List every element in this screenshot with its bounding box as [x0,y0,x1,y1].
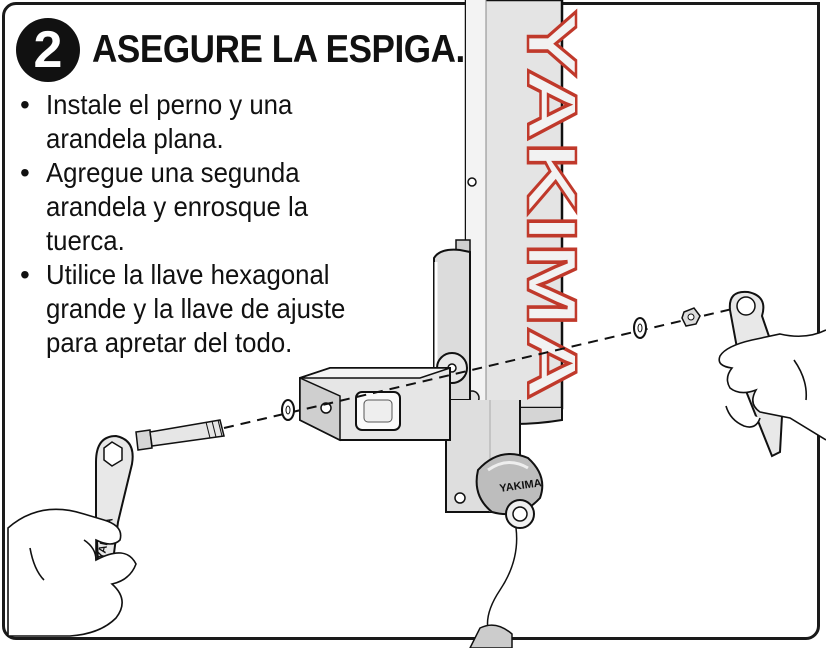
instruction-item: • Agregue una segunda arandela y enrosqu… [20,156,380,258]
bullet-marker: • [20,259,30,290]
instruction-text: Utilice la llave hexagonal grande y la l… [46,259,346,358]
bullet-marker: • [20,89,30,120]
lanyard [486,527,518,641]
bullet-marker: • [20,157,30,188]
flat-washer-left [281,399,295,421]
instruction-list: • Instale el perno y una arandela plana.… [20,88,380,360]
assembly-axis-line [223,305,746,429]
hitch-receiver [299,367,451,442]
step-number-badge: 2 [16,18,80,82]
knob-brand-text: YAKIMA [499,477,543,495]
left-hand [7,508,137,637]
step-title: ASEGURE LA ESPIGA. [92,28,465,71]
hex-nut [681,307,701,327]
flat-washer-right [633,317,647,339]
instruction-item: • Instale el perno y una arandela plana. [20,88,380,156]
instruction-text: Agregue una segunda arandela y enrosque … [46,157,309,256]
bolt [135,419,225,451]
knob: YAKIMA [475,453,544,529]
right-hand [718,329,826,441]
instruction-item: • Utilice la llave hexagonal grande y la… [20,258,380,360]
instruction-text: Instale el perno y una arandela plana. [46,89,293,154]
mast-brand-text: YAKIMA [513,10,591,400]
step-header: 2 ASEGURE LA ESPIGA. [16,18,506,82]
